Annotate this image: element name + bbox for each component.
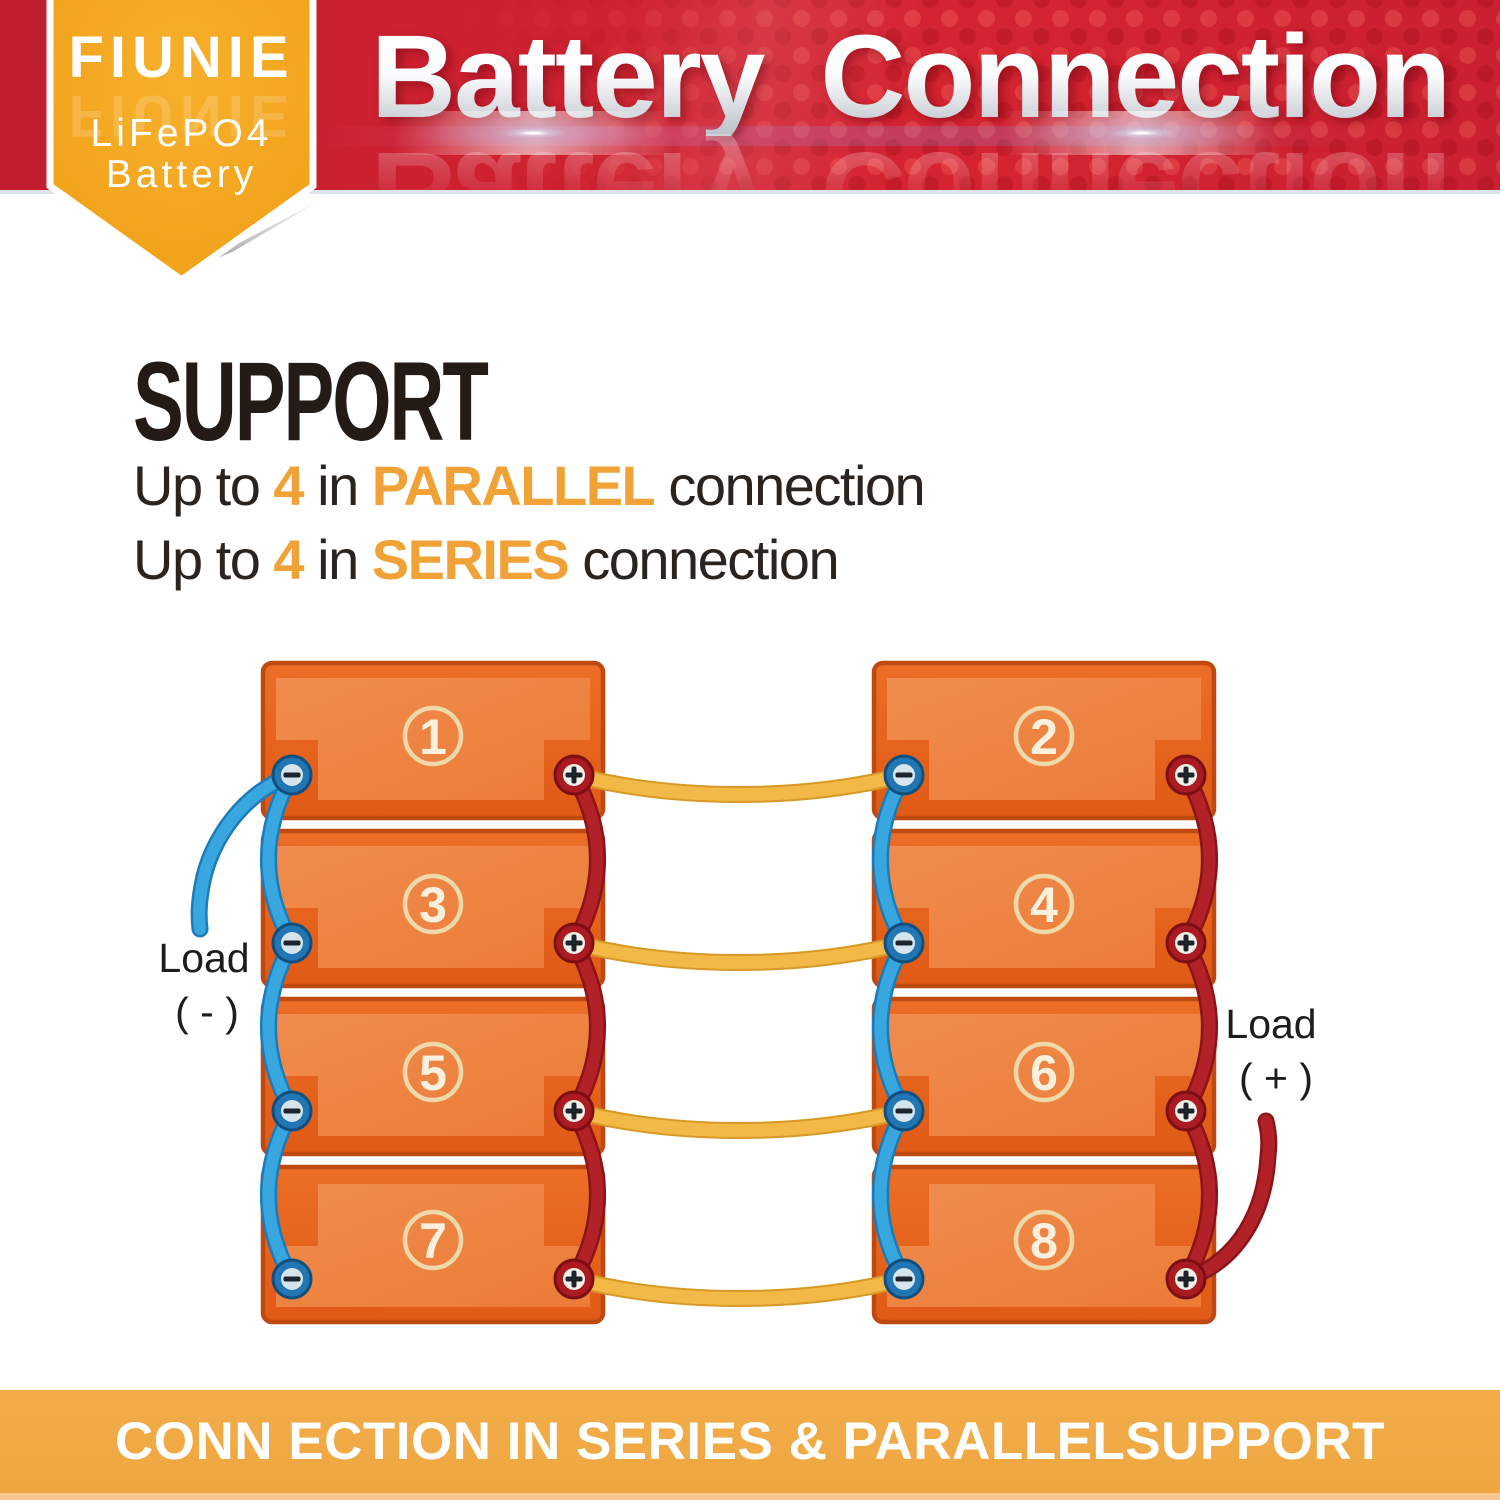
- parallel-wire-plus-left-column: [564, 766, 606, 1288]
- support-text: connection: [568, 528, 839, 591]
- minus-terminal-icon: [883, 754, 925, 796]
- minus-terminal-icon: [271, 1090, 313, 1132]
- battery-number: 3: [419, 877, 447, 933]
- support-text: Up to: [133, 528, 274, 591]
- plus-terminal-icon: [553, 1258, 595, 1300]
- footer-strip: [0, 1493, 1500, 1500]
- load-negative-label: Load: [158, 935, 249, 981]
- battery-number: 2: [1030, 709, 1058, 765]
- badge-product-line2: Battery: [105, 153, 258, 196]
- minus-terminal-icon: [883, 1258, 925, 1300]
- battery-cell-8: 8: [871, 1164, 1217, 1325]
- brand-name: FIUNIE: [68, 25, 295, 90]
- plus-terminal-icon: [1165, 754, 1207, 796]
- header-banner: Battery Connection Battery Connection: [0, 0, 1500, 190]
- load-positive-wire: [1177, 1112, 1278, 1288]
- battery-cell-4: 4: [871, 828, 1217, 989]
- footer-banner-text: CONN ECTION IN SERIES & PARALLELSUPPORT: [115, 1412, 1385, 1471]
- banner-underline: [0, 190, 1500, 194]
- number-ring-icon: [402, 873, 464, 935]
- parallel-wire-minus-left-column: [260, 766, 302, 1288]
- banner-dot-pattern: [450, 0, 1500, 190]
- battery-number: 5: [419, 1045, 447, 1101]
- series-wire-1-2: [565, 766, 913, 803]
- badge-product-line1: LiFePO4: [90, 112, 273, 155]
- support-count: 4: [273, 454, 304, 517]
- series-wire-7-8: [565, 1270, 913, 1307]
- battery-number: 1: [419, 709, 447, 765]
- support-line-series: Up to 4 in SERIES connection: [133, 532, 840, 588]
- minus-terminal-icon: [883, 922, 925, 964]
- brand-badge: FIUNIE FIUNIE LiFePO4 Battery: [46, 0, 326, 300]
- support-text: in: [303, 454, 372, 517]
- battery-cell-5: 5: [260, 996, 606, 1157]
- support-keyword: SERIES: [371, 528, 570, 591]
- number-ring-icon: [402, 1041, 464, 1103]
- support-text: Up to: [133, 454, 274, 517]
- support-heading: SUPPORT: [133, 339, 489, 464]
- battery-number: 6: [1030, 1045, 1058, 1101]
- plus-terminal-icon: [553, 754, 595, 796]
- battery-number: 4: [1030, 877, 1058, 933]
- lens-flare-icon: [393, 111, 673, 155]
- series-wire-3-4: [565, 934, 913, 971]
- number-ring-icon: [1013, 1209, 1075, 1271]
- plus-terminal-icon: [1165, 1090, 1207, 1132]
- support-count: 4: [273, 528, 304, 591]
- battery-cell-7: 7: [260, 1164, 606, 1325]
- plus-terminal-icon: [1165, 922, 1207, 964]
- minus-terminal-icon: [883, 1090, 925, 1132]
- minus-terminal-icon: [271, 922, 313, 964]
- minus-terminal-icon: [271, 1258, 313, 1300]
- support-text: connection: [654, 454, 925, 517]
- number-ring-icon: [1013, 1041, 1075, 1103]
- plus-terminal-icon: [553, 1090, 595, 1132]
- plus-terminal-icon: [1165, 1258, 1207, 1300]
- number-ring-icon: [1013, 873, 1075, 935]
- minus-terminal-icon: [271, 754, 313, 796]
- number-ring-icon: [1013, 705, 1075, 767]
- load-positive-sign: ( + ): [1239, 1055, 1313, 1101]
- parallel-wire-plus-right-column: [1176, 766, 1218, 1288]
- lens-flare-icon: [1002, 111, 1282, 155]
- battery-cell-6: 6: [871, 996, 1217, 1157]
- number-ring-icon: [402, 705, 464, 767]
- support-text: in: [303, 528, 372, 591]
- support-keyword: PARALLEL: [371, 454, 656, 517]
- badge-pennant: [46, 0, 317, 285]
- battery-number: 7: [419, 1213, 447, 1269]
- load-negative-wire: [190, 766, 301, 938]
- battery-cell-2: 2: [871, 660, 1217, 821]
- battery-number: 8: [1030, 1213, 1058, 1269]
- parallel-wire-minus-right-column: [872, 766, 914, 1288]
- badge-ribbon-icon: [46, 0, 326, 285]
- battery-cell-3: 3: [260, 828, 606, 989]
- series-wire-5-6: [565, 1102, 913, 1139]
- load-negative-sign: ( - ): [175, 989, 239, 1035]
- footer-banner: CONN ECTION IN SERIES & PARALLELSUPPORT: [0, 1390, 1500, 1493]
- load-positive-label: Load: [1225, 1001, 1316, 1047]
- support-line-parallel: Up to 4 in PARALLEL connection: [133, 458, 926, 514]
- plus-terminal-icon: [553, 922, 595, 964]
- battery-cell-1: 1: [260, 660, 606, 821]
- number-ring-icon: [402, 1209, 464, 1271]
